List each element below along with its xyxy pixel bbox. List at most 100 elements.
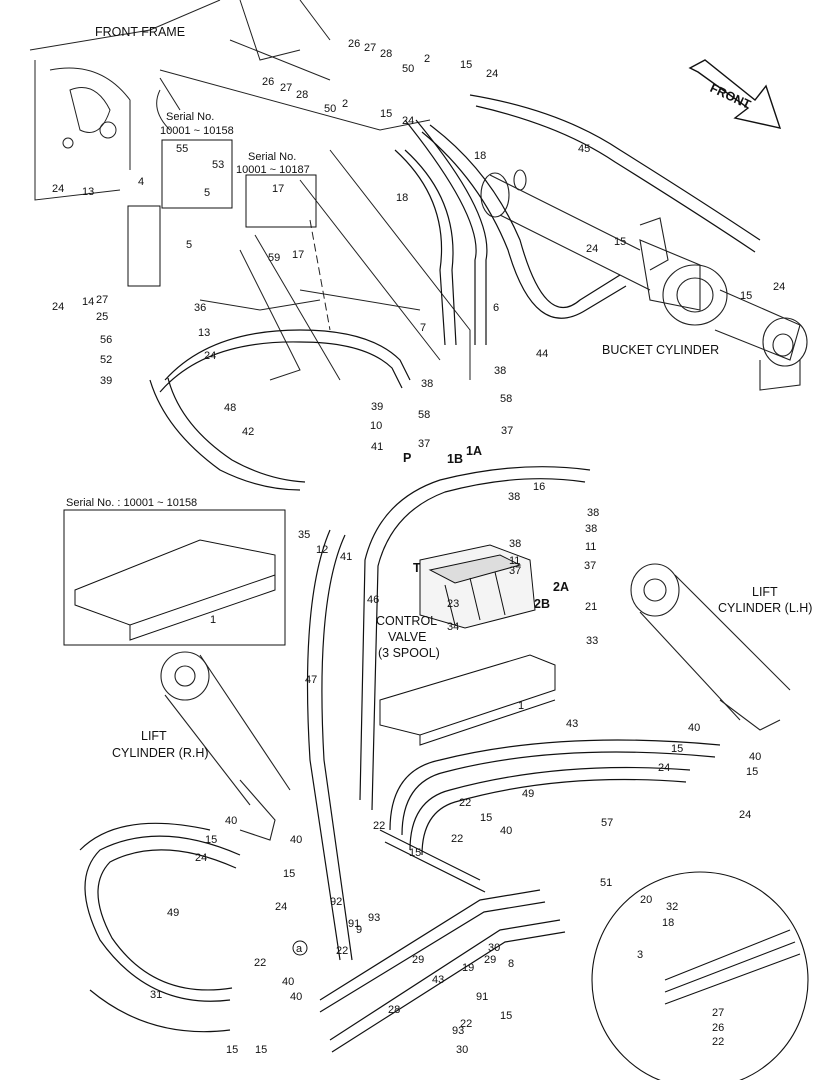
callout-number: 50 [402,63,414,75]
callout-number: 5 [204,187,210,199]
port-p: P [403,451,411,465]
port-1a: 1A [466,444,482,458]
callout-number: 27 [96,294,108,306]
callout-number: 15 [671,743,683,755]
callout-number: 18 [396,192,408,204]
callout-number: 28 [380,48,392,60]
callout-number: 24 [204,350,216,362]
callout-number: 49 [167,907,179,919]
lift-cylinder-rh [160,651,291,841]
label-control-valve-3: (3 SPOOL) [378,646,440,660]
callout-number: 21 [585,601,597,613]
callout-number: 2 [424,53,430,65]
callout-number: 26 [712,1022,724,1034]
callout-number: 93 [452,1025,464,1037]
label-serial-left-1: Serial No. [166,111,214,123]
callout-number: 41 [340,551,352,563]
callout-number: 15 [380,108,392,120]
callout-number: 30 [488,942,500,954]
callout-number: 52 [100,354,112,366]
callout-number: 24 [658,762,670,774]
callout-number: 22 [336,945,348,957]
label-lift-lh-2: CYLINDER (L.H) [718,601,812,615]
callout-number: 58 [418,409,430,421]
callout-number: 15 [283,868,295,880]
port-1b: 1B [447,452,463,466]
callout-number: 1 [518,700,524,712]
callout-number: 51 [600,877,612,889]
callout-number: 24 [739,809,751,821]
callout-number: 37 [418,438,430,450]
callout-number: 43 [432,974,444,986]
callout-number: 59 [268,252,280,264]
label-control-valve-2: VALVE [388,630,426,644]
callout-number: 15 [746,766,758,778]
port-labels: P 1B 1A T 2A 2B [403,444,569,611]
label-serial-right-1: Serial No. [248,151,296,163]
callout-number: 15 [409,847,421,859]
hoses [79,94,761,1053]
lift-cylinder-lh [630,563,791,731]
callout-number: 38 [509,538,521,550]
serial-inset-right [245,174,317,228]
serial-inset-left [161,139,233,209]
callout-number: 22 [712,1036,724,1048]
callout-number: 41 [371,441,383,453]
label-detail-a: a [296,943,303,955]
callout-number: 16 [533,481,545,493]
callout-number: 38 [587,507,599,519]
front-frame [29,0,471,381]
callout-number: 29 [484,954,496,966]
callout-number: 24 [486,68,498,80]
callout-number: 14 [82,296,94,308]
callout-number: 30 [456,1044,468,1056]
front-arrow [688,59,782,129]
callout-number: 15 [740,290,752,302]
callout-number: 29 [412,954,424,966]
callout-number: 13 [198,327,210,339]
callout-number: 24 [52,183,64,195]
callout-number: 37 [509,565,521,577]
callout-number: 38 [508,491,520,503]
callout-number: 40 [749,751,761,763]
callout-number: 40 [290,991,302,1003]
callout-number: 22 [460,1018,472,1030]
callout-number: 20 [640,894,652,906]
callout-number: 31 [150,989,162,1001]
callout-number: 49 [522,788,534,800]
callout-number: 32 [666,901,678,913]
callout-number: 24 [195,852,207,864]
callout-number: 10 [370,420,382,432]
callout-number: 17 [292,249,304,261]
label-front-frame: FRONT FRAME [95,25,185,39]
callout-number: 45 [578,143,590,155]
callout-number: 46 [367,594,379,606]
detail-view [591,871,809,1080]
callout-number: 39 [100,375,112,387]
callout-number: 24 [275,901,287,913]
callout-number: 91 [348,918,360,930]
callout-number: 26 [348,38,360,50]
callout-number: 11 [585,541,596,553]
port-2b: 2B [534,597,550,611]
block-4 [127,205,161,287]
callout-number: 44 [536,348,548,360]
valve-bracket [379,654,556,746]
label-serial-left-2: 10001 ~ 10158 [160,125,234,137]
callout-number: 40 [500,825,512,837]
detail-hoses [664,929,801,1005]
callout-number: 4 [138,176,144,188]
callout-number: 15 [460,59,472,71]
callout-number: 24 [52,301,64,313]
callout-number: 24 [586,243,598,255]
callout-number: 3 [637,949,643,961]
callout-number: 38 [585,523,597,535]
callout-number: 42 [242,426,254,438]
callout-number: 24 [773,281,785,293]
callout-number: 34 [447,621,459,633]
callout-number: 5 [186,239,192,251]
callout-number: 50 [324,103,336,115]
callout-number: 22 [451,833,463,845]
